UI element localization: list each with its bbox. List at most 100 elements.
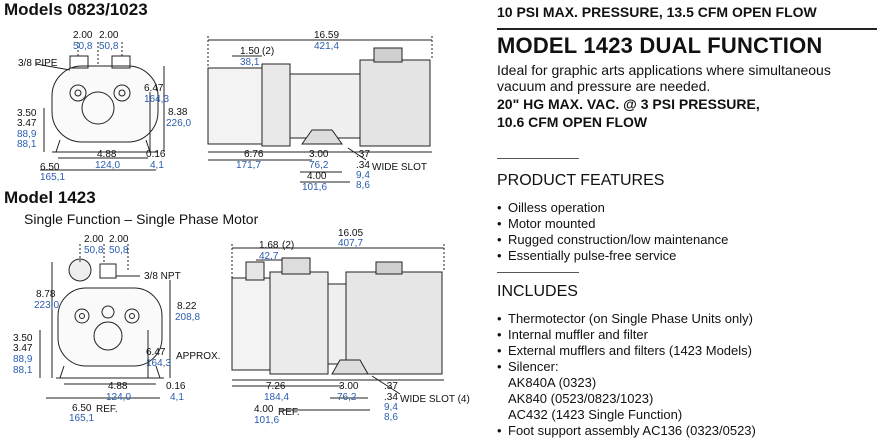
dim-len-in: 16.59 [314, 30, 340, 41]
dim-a-mm: 88,9 [17, 129, 37, 140]
model-1423-title: Model 1423 [4, 188, 96, 207]
dim-s1-in: .37 [356, 149, 370, 160]
dim-base-mm: 124,0 [95, 160, 121, 171]
dim-a-mm: 88,9 [13, 354, 33, 365]
list-item: •Essentially pulse-free service [497, 248, 677, 263]
list-item: •External mufflers and filters (1423 Mod… [497, 343, 752, 358]
top-rule [497, 28, 877, 30]
dim-off-in: 1.50 [240, 46, 260, 57]
dim-s2-mm: 8,6 [356, 180, 370, 191]
dim-a-in: 3.50 [17, 108, 37, 119]
list-item: •Oilless operation [497, 200, 605, 215]
dim-w2-mm: 50,8 [99, 41, 119, 52]
dim-off-in: 1.68 [259, 240, 279, 251]
dim-l2-in: 3.00 [339, 381, 359, 392]
dim-w2-in: 2.00 [99, 30, 119, 41]
dim-tall-mm: 223,0 [34, 300, 60, 311]
dim-s1-in: .37 [384, 381, 398, 392]
dim-base-in: 4.88 [108, 381, 128, 392]
silencer-item: AC432 (1423 Single Function) [508, 407, 683, 422]
dim-w2-in: 2.00 [109, 234, 129, 245]
list-item: •Internal muffler and filter [497, 327, 648, 342]
dim-h-in: 6.47 [146, 347, 166, 358]
includes-title: INCLUDES [497, 283, 578, 300]
dim-h-mm: 164,3 [144, 94, 170, 105]
top-side-view-drawing [207, 36, 433, 183]
dim-len-mm: 407,7 [338, 238, 364, 249]
spec-line-2: 10.6 CFM OPEN FLOW [497, 114, 648, 130]
dim-t-in: 0.16 [146, 149, 166, 160]
dim-base-mm: 124,0 [106, 392, 132, 403]
dim-l1-mm: 184,4 [264, 392, 290, 403]
dim-l2-mm: 76,2 [337, 392, 357, 403]
dim-l3-ref: REF. [278, 407, 300, 418]
dim-s2-mm: 8,6 [384, 412, 398, 423]
dim-h2-in: 8.38 [168, 107, 188, 118]
dim-s1-mm: 9,4 [384, 402, 398, 413]
model-heading: MODEL 1423 DUAL FUNCTION [497, 33, 823, 58]
features-list: •Oilless operation •Motor mounted •Rugge… [497, 200, 877, 264]
dim-s1-mm: 9,4 [356, 170, 370, 181]
dim-h-in: 6.47 [144, 83, 164, 94]
dim-b-in: 3.47 [17, 118, 37, 129]
silencer-item: AK840 (0523/0823/1023) [508, 391, 654, 406]
dim-w2-mm: 50,8 [109, 245, 129, 256]
dim-l3-in: 4.00 [307, 171, 327, 182]
includes-rule [497, 272, 579, 273]
description-line-2: vacuum and pressure are needed. [497, 78, 711, 94]
dim-l3-mm: 101,6 [254, 415, 280, 426]
dim-foot-ref: REF. [96, 404, 118, 415]
dim-t-mm: 4,1 [150, 160, 164, 171]
spec-line-1: 20" HG MAX. VAC. @ 3 PSI PRESSURE, [497, 96, 760, 112]
dim-w1-mm: 50,8 [84, 245, 104, 256]
dim-off-mm: 38,1 [240, 57, 260, 68]
bottom-front-view-drawing [39, 244, 171, 399]
model-1423-subtitle: Single Function – Single Phase Motor [24, 211, 259, 227]
dim-t-in: 0.16 [166, 381, 186, 392]
pressure-flow-headline: 10 PSI MAX. PRESSURE, 13.5 CFM OPEN FLOW [497, 4, 817, 20]
dim-h2-mm: 208,8 [175, 312, 201, 323]
dim-foot-mm: 165,1 [40, 172, 66, 183]
dim-off-note: (2) [262, 46, 275, 57]
dim-base-in: 4.88 [97, 149, 117, 160]
dim-w1-in: 2.00 [73, 30, 93, 41]
dim-l1-in: 6.76 [244, 149, 264, 160]
list-item: •Motor mounted [497, 216, 596, 231]
approx-label: APPROX. [176, 351, 221, 362]
dim-b-in: 3.47 [13, 343, 33, 354]
dim-len-mm: 421,4 [314, 41, 340, 52]
npt-label: 3/8 NPT [144, 271, 181, 282]
bottom-side-view-drawing [231, 244, 445, 411]
silencer-item: AK840A (0323) [508, 375, 597, 390]
features-title: PRODUCT FEATURES [497, 172, 665, 189]
dim-l3-mm: 101,6 [302, 182, 328, 193]
models-0823-1023-title: Models 0823/1023 [4, 0, 148, 19]
dim-off-note: (2) [282, 240, 295, 251]
list-item: •Rugged construction/low maintenance [497, 232, 729, 247]
top-front-view-drawing [35, 42, 165, 171]
dim-b-mm: 88,1 [13, 365, 33, 376]
dim-foot-in: 6.50 [72, 403, 92, 414]
dim-l2-mm: 76,2 [309, 160, 329, 171]
description-line-1: Ideal for graphic arts applications wher… [497, 62, 831, 78]
pipe-label: 3/8 PIPE [18, 58, 58, 69]
dim-w1-in: 2.00 [84, 234, 104, 245]
dim-len-in: 16.05 [338, 228, 364, 239]
dim-l1-mm: 171,7 [236, 160, 262, 171]
dim-w1-mm: 50,8 [73, 41, 93, 52]
dim-tall-in: 8.78 [36, 289, 56, 300]
wide-slot-label: WIDE SLOT (4) [400, 394, 470, 405]
dim-off-mm: 42,7 [259, 251, 279, 262]
dim-h2-in: 8.22 [177, 301, 197, 312]
dim-t-mm: 4,1 [170, 392, 184, 403]
dim-l3-in: 4.00 [254, 404, 274, 415]
list-item: •Thermotector (on Single Phase Units onl… [497, 311, 753, 326]
list-item: •Foot support assembly AC136 (0323/0523) [497, 423, 756, 438]
dim-a-in: 3.50 [13, 333, 33, 344]
wide-slot-label: WIDE SLOT [372, 162, 428, 173]
dim-l2-in: 3.00 [309, 149, 329, 160]
list-item: •Silencer: [497, 359, 559, 374]
dim-foot-in: 6.50 [40, 162, 60, 173]
features-rule [497, 158, 579, 159]
